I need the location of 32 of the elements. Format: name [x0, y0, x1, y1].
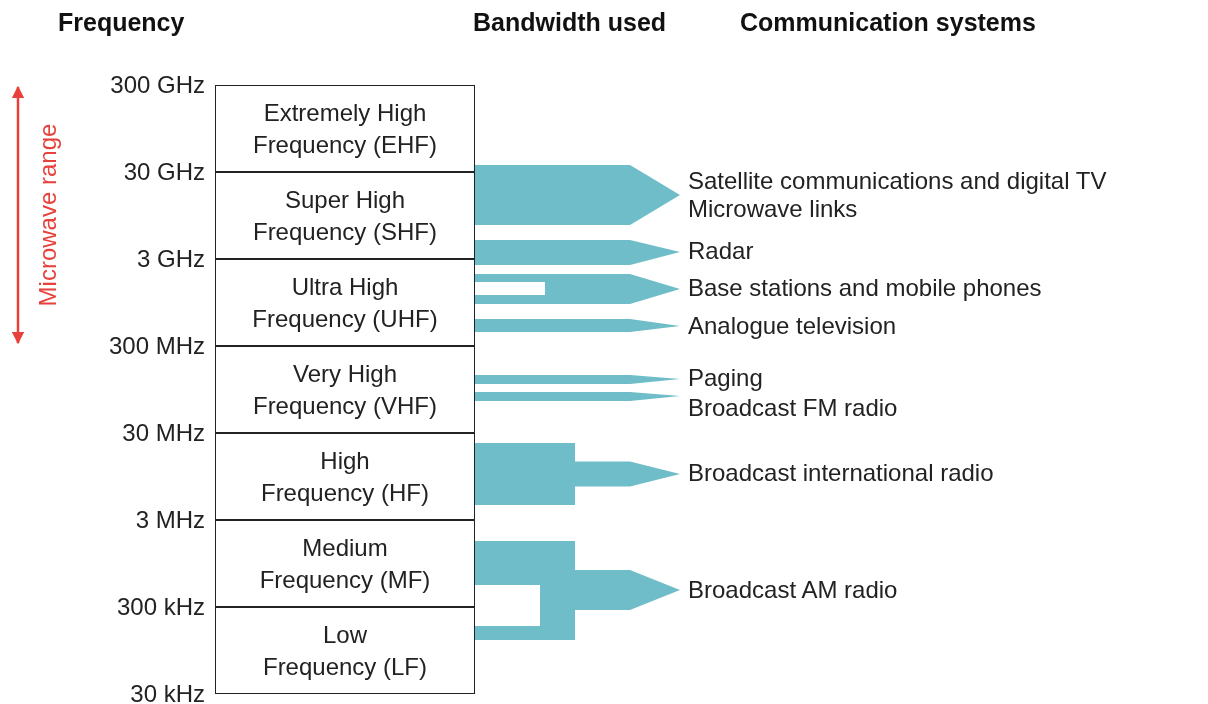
column-heading: Frequency: [58, 8, 185, 37]
frequency-tick-label: 3 MHz: [135, 506, 205, 534]
system-label: Broadcast AM radio: [688, 576, 898, 604]
column-heading: Bandwidth used: [473, 8, 667, 37]
system-label: Paging: [688, 364, 763, 392]
band-box: Very High Frequency (VHF): [215, 346, 475, 433]
band-box: Extremely High Frequency (EHF): [215, 85, 475, 172]
band-box: Super High Frequency (SHF): [215, 172, 475, 259]
system-label: Broadcast international radio: [688, 459, 994, 487]
frequency-tick-label: 300 kHz: [116, 593, 205, 621]
band-box: Ultra High Frequency (UHF): [215, 259, 475, 346]
band-arrow: [475, 240, 680, 265]
system-label: Broadcast FM radio: [688, 394, 898, 422]
system-label: Satellite communications and digital TV Microwave links: [688, 167, 1107, 223]
system-label: Analogue television: [688, 312, 897, 340]
band-arrow: [475, 274, 680, 304]
band-box: High Frequency (HF): [215, 433, 475, 520]
system-label: Base stations and mobile phones: [688, 274, 1042, 302]
frequency-tick-label: 300 MHz: [108, 332, 205, 360]
frequency-tick-label: 300 GHz: [110, 71, 205, 99]
frequency-tick-label: 30 kHz: [130, 680, 205, 704]
frequency-tick-label: 3 GHz: [137, 245, 205, 273]
band-arrow: [475, 443, 680, 505]
frequency-tick-label: 30 GHz: [123, 158, 205, 186]
band-arrow: [475, 541, 680, 640]
column-heading: Communication systems: [740, 8, 1036, 37]
frequency-tick-label: 30 MHz: [122, 419, 205, 447]
band-arrow: [475, 165, 680, 225]
band-box: Medium Frequency (MF): [215, 520, 475, 607]
band-box: Low Frequency (LF): [215, 607, 475, 694]
system-label: Radar: [688, 237, 754, 265]
range-label: Microwave range: [34, 123, 62, 307]
